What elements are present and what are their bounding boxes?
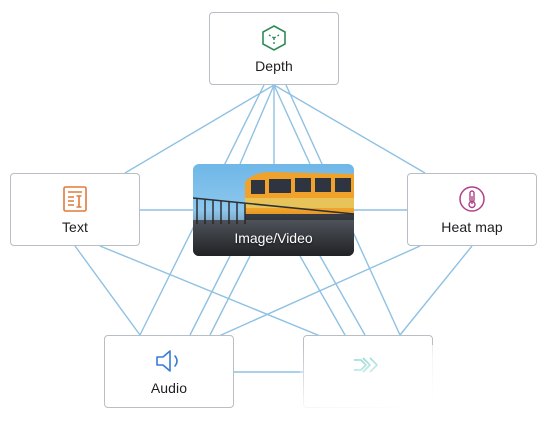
cube-icon bbox=[260, 24, 288, 52]
node-text[interactable]: Text bbox=[10, 173, 140, 246]
edge-center-audio-2 bbox=[209, 255, 251, 336]
node-audio[interactable]: Audio bbox=[104, 335, 234, 408]
edge-text-audio bbox=[74, 245, 141, 336]
edge-depth-center-3 bbox=[273, 84, 311, 165]
edge-depth-heat bbox=[273, 84, 426, 174]
speaker-icon bbox=[154, 348, 184, 374]
edge-depth-text bbox=[124, 84, 275, 174]
edge-center-audio bbox=[189, 255, 231, 336]
node-image-video[interactable]: Image/Video bbox=[193, 164, 354, 256]
edge-heat-imu bbox=[399, 245, 473, 336]
motion-chevrons-icon bbox=[351, 354, 385, 376]
node-image-video-label: Image/Video bbox=[234, 230, 313, 246]
node-depth[interactable]: Depth bbox=[209, 12, 339, 85]
node-audio-label: Audio bbox=[150, 379, 188, 396]
edge-text-imu bbox=[99, 245, 331, 341]
edge-center-imu bbox=[299, 255, 346, 336]
node-heat-map[interactable]: Heat map bbox=[407, 173, 537, 246]
node-text-label: Text bbox=[61, 218, 89, 235]
node-depth-label: Depth bbox=[255, 57, 293, 74]
node-imu[interactable] bbox=[303, 335, 433, 408]
train-photo bbox=[193, 164, 354, 256]
edge-depth-center bbox=[239, 84, 275, 165]
edge-center-imu-2 bbox=[319, 255, 366, 336]
document-text-icon bbox=[62, 185, 88, 213]
edge-heat-audio bbox=[209, 245, 421, 341]
thermometer-icon bbox=[458, 185, 486, 213]
node-heat-map-label: Heat map bbox=[441, 218, 503, 235]
